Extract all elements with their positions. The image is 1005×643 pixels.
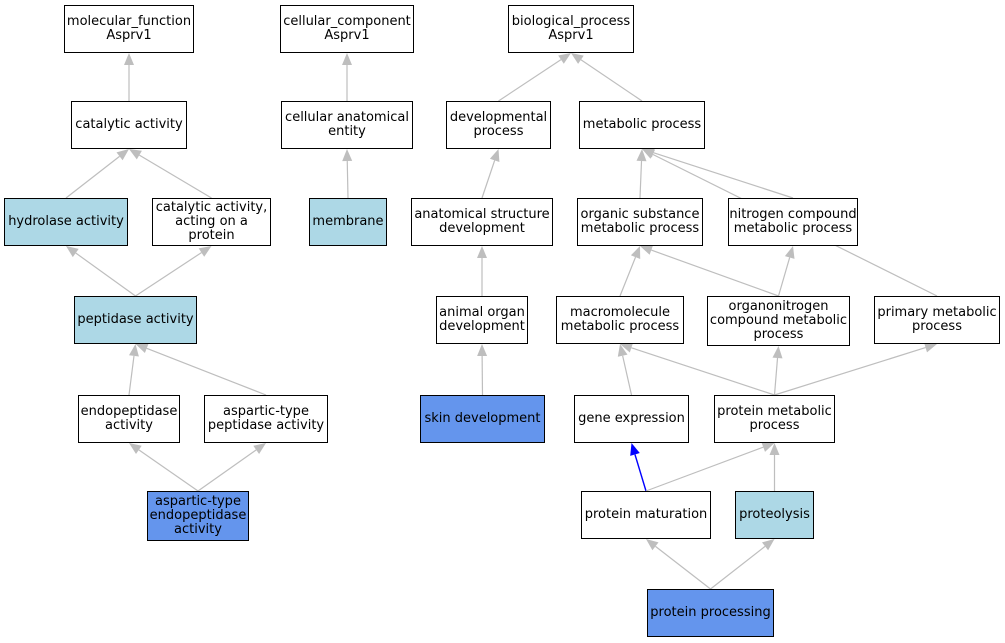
arrowhead-skin_dev-to-animal_organ bbox=[477, 344, 488, 356]
edge-anat_dev-to-dev_process bbox=[481, 160, 496, 199]
edge-org_metab-to-metabolic bbox=[639, 160, 643, 199]
node-skin-dev[interactable]: skin development bbox=[420, 395, 545, 443]
edge-nitro_metab-to-metabolic bbox=[653, 152, 794, 199]
node-endopeptidase[interactable]: endopeptidase activity bbox=[78, 395, 180, 443]
arrowhead-protein_metab-to-organonitro bbox=[772, 346, 783, 359]
arrowhead-peptidase-to-hydrolase bbox=[66, 246, 79, 258]
edge-organonitro-to-nitro_metab bbox=[777, 257, 791, 297]
node-gene-expr[interactable]: gene expression bbox=[574, 395, 689, 443]
node-catalytic[interactable]: catalytic activity bbox=[71, 101, 187, 149]
node-anat-dev[interactable]: anatomical structure development bbox=[411, 198, 553, 246]
node-macro-metab[interactable]: macromolecule metabolic process bbox=[556, 296, 684, 344]
arrowhead-organonitro-to-org_metab bbox=[640, 245, 653, 255]
node-peptidase[interactable]: peptidase activity bbox=[74, 296, 197, 344]
arrowhead-protein_mat-to-protein_metab bbox=[761, 442, 775, 452]
arrowhead-gene_expr-to-macro_metab bbox=[617, 344, 628, 357]
arrowhead-protein_metab-to-macro_metab bbox=[620, 343, 633, 353]
edge-dev_process-to-bp_root bbox=[498, 59, 562, 102]
arrowhead-protein_proc-to-protein_mat bbox=[646, 539, 659, 551]
arrowhead-metabolic-to-bp_root bbox=[571, 53, 584, 64]
arrowhead-aspartic_pep-to-peptidase bbox=[135, 343, 149, 353]
edge-aspartic_endo-to-aspartic_pep bbox=[197, 449, 257, 492]
arrowhead-membrane-to-cell_anat bbox=[342, 149, 353, 162]
node-aspartic-endo[interactable]: aspartic-type endopeptidase activity bbox=[147, 491, 249, 541]
node-primary-metab[interactable]: primary metabolic process bbox=[874, 296, 1000, 344]
node-cell-anat[interactable]: cellular anatomical entity bbox=[281, 101, 413, 149]
arrowhead-anat_dev-to-dev_process bbox=[489, 149, 500, 162]
node-bp-root[interactable]: biological_process Asprv1 bbox=[508, 5, 634, 53]
arrowhead-protein_mat-to-gene_expr bbox=[630, 443, 640, 456]
node-cc-root[interactable]: cellular_component Asprv1 bbox=[280, 5, 414, 53]
node-protein-proc[interactable]: protein processing bbox=[647, 589, 774, 637]
node-proteolysis[interactable]: proteolysis bbox=[735, 491, 814, 539]
arrowhead-endopeptidase-to-peptidase bbox=[129, 344, 139, 357]
edge-protein_mat-to-protein_metab bbox=[645, 446, 764, 492]
edge-metabolic-to-bp_root bbox=[580, 59, 643, 102]
edge-protein_mat-to-gene_expr bbox=[634, 454, 647, 492]
arrowhead-cell_anat-to-cc_root bbox=[342, 53, 352, 65]
arrowhead-cat_protein-to-catalytic bbox=[129, 149, 142, 160]
arrowhead-primary_metab-to-metabolic bbox=[642, 149, 655, 159]
edge-protein_proc-to-protein_mat bbox=[655, 545, 711, 590]
arrowhead-protein_metab-to-primary_metab bbox=[924, 342, 937, 353]
node-mf-root[interactable]: molecular_function Asprv1 bbox=[64, 5, 194, 53]
arrowhead-catalytic-to-mf_root bbox=[124, 53, 134, 65]
edge-membrane-to-cell_anat bbox=[346, 160, 349, 199]
arrowhead-dev_process-to-bp_root bbox=[558, 53, 571, 64]
node-membrane[interactable]: membrane bbox=[309, 198, 387, 246]
node-cat-protein[interactable]: catalytic activity, acting on a protein bbox=[152, 198, 271, 246]
node-aspartic-pep[interactable]: aspartic-type peptidase activity bbox=[204, 395, 328, 443]
edge-organonitro-to-org_metab bbox=[651, 249, 779, 297]
edge-macro_metab-to-org_metab bbox=[619, 256, 637, 297]
node-hydrolase[interactable]: hydrolase activity bbox=[4, 198, 128, 246]
node-protein-metab[interactable]: protein metabolic process bbox=[714, 395, 835, 443]
arrowhead-proteolysis-to-protein_metab bbox=[769, 443, 780, 455]
edge-protein_metab-to-primary_metab bbox=[774, 347, 926, 396]
edge-peptidase-to-hydrolase bbox=[75, 252, 136, 297]
node-animal-organ[interactable]: animal organ development bbox=[436, 296, 528, 344]
arrowhead-aspartic_endo-to-endopeptidase bbox=[129, 443, 142, 454]
node-nitro-metab[interactable]: nitrogen compound metabolic process bbox=[728, 198, 858, 246]
arrowhead-org_metab-to-metabolic bbox=[636, 149, 647, 162]
edge-aspartic_endo-to-endopeptidase bbox=[138, 449, 199, 492]
node-metabolic[interactable]: metabolic process bbox=[579, 101, 705, 149]
arrowhead-animal_organ-to-anat_dev bbox=[477, 246, 487, 258]
node-org-metab[interactable]: organic substance metabolic process bbox=[577, 198, 703, 246]
arrowhead-aspartic_endo-to-aspartic_pep bbox=[253, 443, 266, 454]
arrowhead-hydrolase-to-catalytic bbox=[116, 149, 129, 161]
arrowhead-protein_proc-to-proteolysis bbox=[762, 539, 775, 551]
arrowhead-macro_metab-to-org_metab bbox=[630, 246, 641, 259]
edge-cat_protein-to-catalytic bbox=[139, 154, 212, 199]
edge-peptidase-to-cat_protein bbox=[135, 252, 202, 297]
edge-protein_metab-to-organonitro bbox=[773, 357, 779, 396]
node-protein-mat[interactable]: protein maturation bbox=[581, 491, 711, 539]
node-organonitro[interactable]: organonitrogen compound metabolic proces… bbox=[707, 296, 850, 346]
edge-protein_proc-to-proteolysis bbox=[710, 545, 766, 590]
edge-aspartic_pep-to-peptidase bbox=[146, 347, 267, 396]
arrowhead-peptidase-to-cat_protein bbox=[198, 246, 212, 257]
arrowhead-organonitro-to-nitro_metab bbox=[784, 246, 795, 259]
edge-endopeptidase-to-peptidase bbox=[128, 355, 135, 396]
edge-gene_expr-to-macro_metab bbox=[622, 355, 633, 396]
edge-protein_metab-to-macro_metab bbox=[631, 347, 775, 396]
node-dev-process[interactable]: developmental process bbox=[446, 101, 551, 149]
edge-hydrolase-to-catalytic bbox=[65, 155, 120, 199]
